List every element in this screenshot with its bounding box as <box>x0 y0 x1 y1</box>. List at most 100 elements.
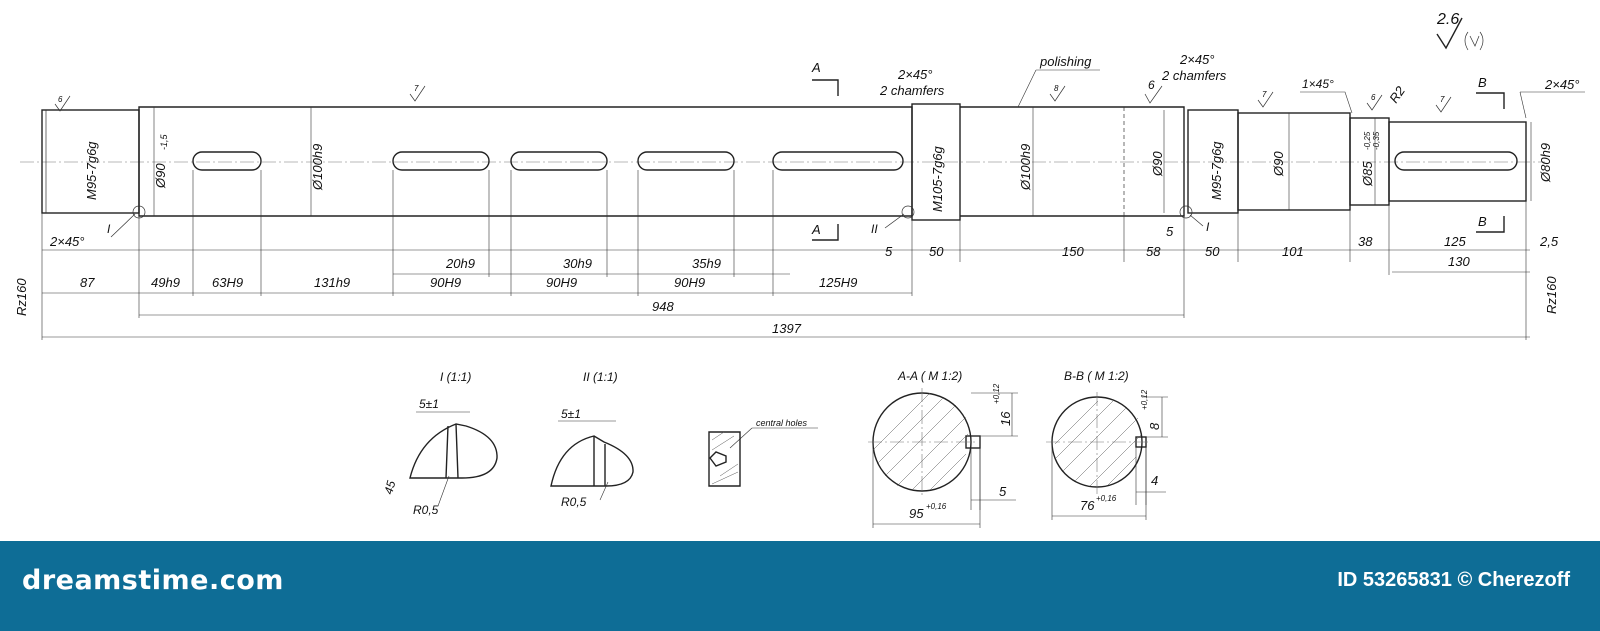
chamfer-1b: 2 chamfers <box>879 83 945 98</box>
step-dia-80 <box>1388 121 1527 202</box>
section-a-bottom: A <box>811 222 821 237</box>
keyway-5 <box>772 151 904 171</box>
dim-r2-4: 20h9 <box>445 256 475 271</box>
detail-1-angle: 45 <box>381 479 398 496</box>
section-aa-dia-tol: +0,16 <box>926 502 947 511</box>
dim-r2-10: 125H9 <box>819 275 857 290</box>
roughness-value: 2.6 <box>1436 11 1459 28</box>
detail-marker-2: II <box>871 222 878 236</box>
dimension-row-2: 87 49h9 63H9 131h9 20h9 90H9 30h9 90H9 3… <box>14 170 1559 340</box>
dim-r1-10: 2,5 <box>1539 234 1559 249</box>
chamfer-step: 1×45° <box>1302 77 1334 91</box>
section-bb-dia: 76 <box>1080 498 1095 513</box>
roughness-symbol: 2.6 <box>1436 11 1484 51</box>
mark-8: 8 <box>1054 84 1059 93</box>
chamfer-2b: 2 chamfers <box>1161 68 1227 83</box>
section-aa-depth-tol: +0,12 <box>992 383 1001 404</box>
chamfer-2a: 2×45° <box>1179 52 1214 67</box>
detail-marker-1: I <box>107 222 111 236</box>
rz-right: Rz160 <box>1544 276 1559 314</box>
diameter-labels: M95-7g6g Ø90 -1,5 Ø100h9 M105-7g6g Ø100h… <box>84 107 1553 216</box>
rz-left: Rz160 <box>14 278 29 316</box>
dia-6-tol-up: -0,25 <box>1363 131 1372 150</box>
dim-r1-1: 5 <box>885 244 893 259</box>
brand-logo[interactable]: dreamstime.com <box>22 565 284 596</box>
dim-r1-0: 2×45° <box>49 234 84 249</box>
dim-r1-11: 130 <box>1448 254 1470 269</box>
detail-view-1: I (1:1) 5±1 45 R0,5 <box>381 370 498 517</box>
keyway-1 <box>192 151 262 171</box>
shaft-body-2 <box>960 106 1185 217</box>
detail-2-title: II (1:1) <box>583 370 618 384</box>
technical-drawing: 2.6 M95-7g6g <box>14 11 1585 528</box>
section-b-top: B <box>1478 75 1487 90</box>
dim-r1-2: 50 <box>929 244 944 259</box>
detail-2-radius: R0,5 <box>561 495 587 509</box>
section-aa: A-A ( M 1:2) 16 +0,12 5 95 +0,16 <box>868 369 1018 528</box>
section-bb-dia-tol: +0,16 <box>1096 494 1117 503</box>
dia-2-label: Ø100h9 <box>310 144 325 191</box>
radius-r2: R2 <box>1386 83 1408 106</box>
dim-r1-6: 50 <box>1205 244 1220 259</box>
footer-bar: dreamstime.com ID 53265831 © Cherezoff <box>0 541 1600 631</box>
thread-section-mid <box>911 103 961 221</box>
dim-r2-5: 90H9 <box>430 275 461 290</box>
keyway-2 <box>392 151 490 171</box>
keyway-3 <box>510 151 608 171</box>
dim-r2-3: 131h9 <box>314 275 350 290</box>
mark-6c: 6 <box>1371 93 1376 102</box>
dia-3-label: Ø100h9 <box>1018 144 1033 191</box>
detail-1-dim: 5±1 <box>419 397 439 411</box>
section-b-bottom: B <box>1478 214 1487 229</box>
detail-1-title: I (1:1) <box>440 370 471 384</box>
central-holes-view: central holes <box>708 418 818 487</box>
dim-r2-7: 90H9 <box>546 275 577 290</box>
thread-right-label: M95-7g6g <box>1209 141 1224 200</box>
keyway-6 <box>1394 151 1518 171</box>
mark-7b: 7 <box>1262 90 1267 99</box>
dim-948: 948 <box>652 299 674 314</box>
dim-r1-7: 101 <box>1282 244 1304 259</box>
step-dia-90 <box>1237 112 1351 211</box>
dim-r2-8: 35h9 <box>692 256 721 271</box>
central-holes-label: central holes <box>756 418 808 428</box>
polishing-note: polishing <box>1039 54 1092 69</box>
detail-1-radius: R0,5 <box>413 503 439 517</box>
section-a-top: A <box>811 60 821 75</box>
dim-r2-1: 49h9 <box>151 275 180 290</box>
dim-r2-6: 30h9 <box>563 256 592 271</box>
dim-r2-0: 87 <box>80 275 95 290</box>
section-bb-depth-tol: +0,12 <box>1140 389 1149 410</box>
shaft-body <box>138 106 913 217</box>
dimension-row-1: 2×45° 5 50 150 58 5 50 101 38 125 2,5 13… <box>42 224 1559 273</box>
detail-marker-3: I <box>1206 220 1210 234</box>
thread-mid-label: M105-7g6g <box>930 145 945 212</box>
mark-7c: 7 <box>1440 95 1445 104</box>
section-aa-width: 5 <box>999 484 1007 499</box>
dim-r1-8: 38 <box>1358 234 1373 249</box>
dia-1-label: Ø90 <box>153 163 168 189</box>
dim-r2-9: 90H9 <box>674 275 705 290</box>
section-aa-depth: 16 <box>998 411 1013 426</box>
mark-7a: 7 <box>414 84 419 93</box>
keyway-4 <box>637 151 735 171</box>
chamfer-right-end: 2×45° <box>1544 77 1579 92</box>
dim-r1-3: 150 <box>1062 244 1084 259</box>
dia-6-tol-low: -0,35 <box>1372 131 1381 150</box>
dim-r1-4: 58 <box>1146 244 1161 259</box>
section-aa-title: A-A ( M 1:2) <box>897 369 962 383</box>
detail-2-dim: 5±1 <box>561 407 581 421</box>
dim-1397: 1397 <box>772 321 802 336</box>
section-bb: B-B ( M 1:2) 8 +0,12 4 76 +0,16 <box>1046 369 1168 520</box>
mark-6b: 6 <box>1148 78 1155 92</box>
thread-left-label: M95-7g6g <box>84 141 99 200</box>
chamfer-1a: 2×45° <box>897 67 932 82</box>
dia-7-label: Ø80h9 <box>1538 143 1553 183</box>
section-aa-dia: 95 <box>909 506 924 521</box>
dia-6-label: Ø85 <box>1360 161 1375 187</box>
image-id-label: ID 53265831 © Cherezoff <box>1337 569 1570 591</box>
section-bb-title: B-B ( M 1:2) <box>1064 369 1129 383</box>
section-bb-width: 4 <box>1151 473 1158 488</box>
dim-r1-9: 125 <box>1444 234 1466 249</box>
